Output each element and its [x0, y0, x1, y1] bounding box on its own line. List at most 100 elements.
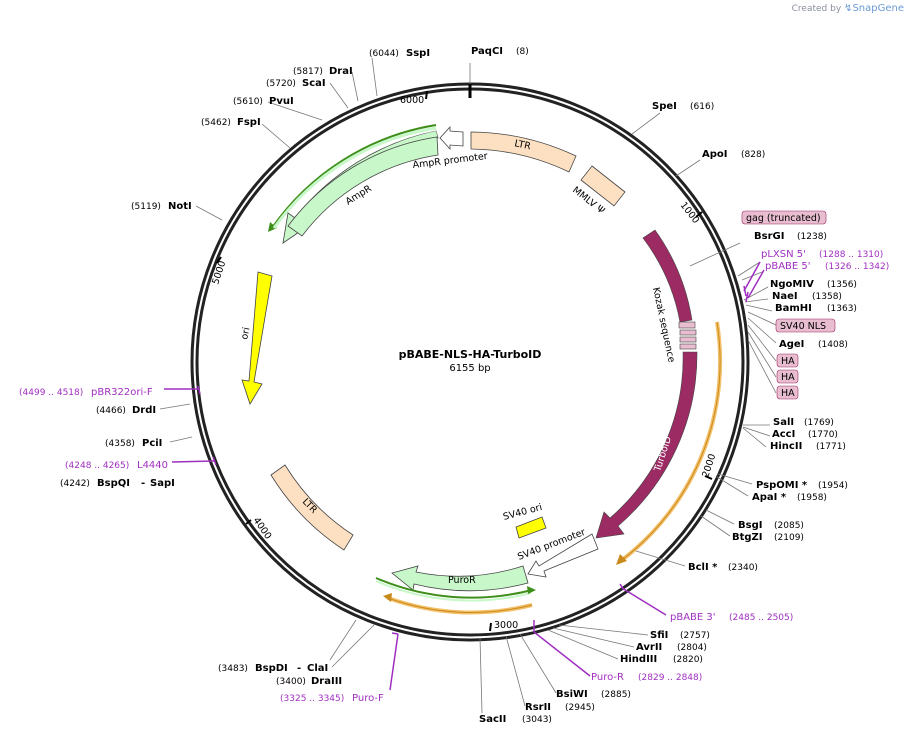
ori-feature[interactable]: [241, 271, 273, 405]
ha-box-3[interactable]: [776, 385, 799, 400]
enzyme-bsrgi-pos: (1238): [797, 232, 827, 242]
enzyme-naei[interactable]: NaeI: [772, 291, 798, 302]
puror-green-arrowhead: [527, 586, 536, 594]
primer-plxsn5[interactable]: pLXSN 5': [761, 249, 806, 260]
enzyme-bspdi-pos: (3483): [218, 664, 248, 674]
primer-pbabe3-range: (2485 .. 2505): [729, 613, 793, 623]
enzyme-spei-pos: (616): [690, 102, 714, 112]
enzyme-scai-pos: (5720): [266, 79, 296, 89]
enzyme-drai[interactable]: DraI: [329, 66, 353, 77]
ha-box-1[interactable]: [776, 353, 799, 368]
sv40nls-box[interactable]: [775, 318, 836, 333]
primer-pbr322ori[interactable]: pBR322ori-F: [91, 387, 153, 398]
enzyme-noti[interactable]: NotI: [168, 201, 192, 212]
enzyme-sapi[interactable]: SapI: [150, 478, 175, 489]
enzyme-rsrii[interactable]: RsrII: [525, 702, 551, 713]
enzyme-drai-pos: (5817): [293, 67, 323, 77]
enzyme-sfii[interactable]: SfiI: [650, 630, 668, 641]
enzyme-sali-pos: (1769): [804, 418, 834, 428]
map-name: pBABE-NLS-HA-TurboID: [399, 348, 542, 361]
ha-label-1: HA: [781, 356, 795, 367]
watermark-app: SnapGene: [852, 3, 904, 14]
enzyme-sspi[interactable]: SspI: [406, 48, 430, 59]
enzyme-drdi[interactable]: DrdI: [132, 405, 156, 416]
enzyme-hindiii[interactable]: HindIII: [620, 654, 657, 665]
enzyme-clai-dash: -: [297, 663, 301, 674]
ampr-orf-arrowhead: [268, 222, 277, 232]
enzyme-sacii[interactable]: SacII: [479, 714, 506, 725]
enzyme-agei-pos: (1408): [818, 340, 848, 350]
primer-pbr322ori-range: (4499 .. 4518): [19, 388, 83, 398]
ltr-top-label: LTR: [513, 138, 532, 152]
sv40-promoter-feature[interactable]: [527, 533, 599, 578]
watermark-created-by: Created by: [791, 4, 842, 14]
turboid-orf-line: [621, 321, 721, 561]
tick-label-3000: 3000: [494, 620, 518, 631]
enzyme-ngomiv[interactable]: NgoMIV: [770, 279, 814, 290]
enzyme-bspqi[interactable]: BspQI: [97, 478, 130, 489]
enzyme-bsrgi[interactable]: BsrGI: [754, 231, 784, 242]
mmlv-psi-feature[interactable]: [580, 165, 626, 207]
gag-label: gag (truncated): [746, 213, 821, 224]
enzyme-apoi[interactable]: ApoI: [702, 149, 728, 160]
enzyme-scai[interactable]: ScaI: [302, 78, 326, 89]
enzyme-bamhi-pos: (1363): [827, 304, 857, 314]
enzyme-paqci[interactable]: PaqCI: [471, 46, 503, 57]
primer-purof[interactable]: Puro-F: [352, 693, 384, 704]
ampr-orf-arrow: [271, 124, 437, 229]
enzyme-bcli-pos: (2340): [728, 563, 758, 573]
backbone-outer-ring: [190, 82, 750, 642]
enzyme-pvui-pos: (5610): [233, 97, 263, 107]
kozak-feature[interactable]: [642, 229, 693, 323]
enzyme-sfii-pos: (2757): [680, 631, 710, 641]
ha-label-2: HA: [781, 372, 795, 383]
enzyme-bsgi-pos: (2085): [774, 521, 804, 531]
enzyme-draiii[interactable]: DraIII: [311, 676, 342, 687]
ha-box-2[interactable]: [776, 369, 799, 384]
enzyme-sali[interactable]: SalI: [773, 417, 794, 428]
enzyme-btgzi[interactable]: BtgZI: [732, 532, 763, 543]
primer-puror[interactable]: Puro-R: [591, 672, 624, 683]
primer-puror-range: (2829 .. 2848): [638, 673, 702, 683]
turboid-orf-arrowhead: [616, 554, 627, 565]
enzyme-fspi[interactable]: FspI: [237, 117, 261, 128]
leader-lines: [159, 57, 777, 714]
enzyme-spei[interactable]: SpeI: [652, 101, 677, 112]
ampr-promoter-feature[interactable]: [439, 125, 464, 151]
primer-pbabe3[interactable]: pBABE 3': [670, 612, 716, 623]
enzyme-bsgi[interactable]: BsgI: [738, 520, 762, 531]
enzyme-ngomiv-pos: (1356): [827, 280, 857, 290]
enzyme-bsiwi[interactable]: BsiWI: [556, 689, 588, 700]
enzyme-pspomi[interactable]: PspOMI *: [756, 480, 808, 491]
enzyme-pspomi-pos: (1954): [818, 481, 848, 491]
turboid-feature[interactable]: [595, 351, 698, 539]
enzyme-avrii[interactable]: AvrII: [636, 642, 662, 653]
enzyme-hincii[interactable]: HincII: [770, 441, 802, 452]
enzyme-bamhi[interactable]: BamHI: [775, 303, 812, 314]
enzyme-naei-pos: (1358): [812, 292, 842, 302]
ltr-top-feature[interactable]: [470, 131, 577, 173]
enzyme-pcii[interactable]: PciI: [142, 438, 162, 449]
enzyme-agei[interactable]: AgeI: [779, 339, 804, 350]
primer-plxsn5-range: (1288 .. 1310): [819, 250, 883, 260]
enzyme-btgzi-pos: (2109): [774, 533, 804, 543]
tick-label-5000: 5000: [210, 260, 228, 286]
enzyme-acci-pos: (1770): [808, 430, 838, 440]
enzyme-bspdi[interactable]: BspDI: [255, 663, 288, 674]
snapgene-logo-icon: ↯: [844, 3, 853, 14]
sv40-ori-feature[interactable]: [515, 516, 547, 539]
enzyme-apai[interactable]: ApaI *: [752, 492, 787, 503]
enzyme-apoi-pos: (828): [741, 150, 765, 160]
snapgene-watermark: Created by ↯SnapGene: [792, 3, 904, 14]
tick-label-6000: 6000: [400, 95, 424, 106]
enzyme-noti-pos: (5119): [131, 202, 161, 212]
enzyme-clai[interactable]: ClaI: [307, 663, 328, 674]
ltr-bottom-feature[interactable]: [270, 464, 354, 551]
primer-l4440[interactable]: L4440: [137, 460, 168, 471]
enzyme-bcli[interactable]: BclI *: [688, 562, 718, 573]
enzyme-acci[interactable]: AccI: [772, 429, 795, 440]
enzyme-hincii-pos: (1771): [816, 442, 846, 452]
enzyme-pvui[interactable]: PvuI: [269, 96, 294, 107]
gag-box[interactable]: [741, 210, 827, 225]
primer-pbabe5[interactable]: pBABE 5': [765, 261, 811, 272]
